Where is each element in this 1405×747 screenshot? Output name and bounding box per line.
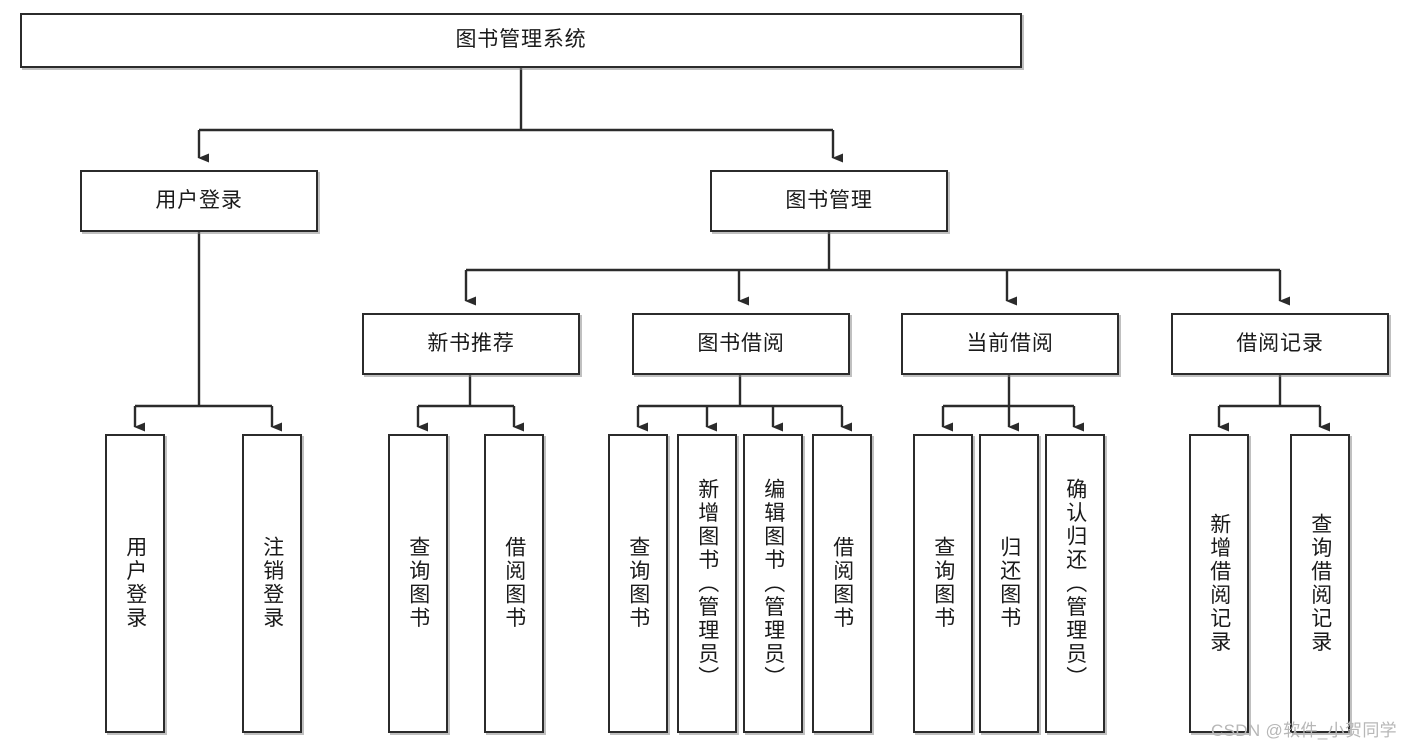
node-leaf-query-book-2-label: 查询图书 (626, 536, 650, 631)
node-leaf-add-borrow-record-label: 新增借阅记录 (1207, 512, 1231, 655)
node-leaf-edit-book-label: 编辑图书（管理员） (761, 477, 785, 690)
node-leaf-query-book-3-label: 查询图书 (931, 536, 955, 631)
node-leaf-user-login[interactable]: 用户登录 (105, 434, 165, 733)
node-root[interactable]: 图书管理系统 (20, 13, 1022, 68)
node-user-login-label: 用户登录 (155, 188, 243, 212)
node-book-manage[interactable]: 图书管理 (710, 170, 948, 232)
node-leaf-query-book-1[interactable]: 查询图书 (388, 434, 448, 733)
node-leaf-add-book[interactable]: 新增图书（管理员） (677, 434, 737, 733)
node-leaf-edit-book[interactable]: 编辑图书（管理员） (743, 434, 803, 733)
node-leaf-borrow-book-1-label: 借阅图书 (502, 536, 526, 631)
node-leaf-logout-login-label: 注销登录 (260, 536, 284, 631)
node-book-borrow[interactable]: 图书借阅 (632, 313, 850, 375)
node-current-borrow[interactable]: 当前借阅 (901, 313, 1119, 375)
node-borrow-record-label: 借阅记录 (1236, 331, 1324, 355)
node-book-manage-label: 图书管理 (785, 188, 873, 212)
node-leaf-confirm-return-label: 确认归还（管理员） (1063, 477, 1087, 690)
node-new-book-recommend-label: 新书推荐 (427, 331, 515, 355)
node-user-login[interactable]: 用户登录 (80, 170, 318, 232)
node-leaf-borrow-book-2[interactable]: 借阅图书 (812, 434, 872, 733)
node-book-borrow-label: 图书借阅 (697, 331, 785, 355)
node-leaf-query-book-3[interactable]: 查询图书 (913, 434, 973, 733)
node-leaf-add-borrow-record[interactable]: 新增借阅记录 (1189, 434, 1249, 733)
node-leaf-query-book-1-label: 查询图书 (406, 536, 430, 631)
node-leaf-borrow-book-2-label: 借阅图书 (830, 536, 854, 631)
csdn-watermark: CSDN @软件_小贺同学 (1210, 721, 1397, 740)
node-leaf-query-borrow-record[interactable]: 查询借阅记录 (1290, 434, 1350, 733)
node-root-label: 图书管理系统 (455, 28, 587, 52)
node-leaf-query-borrow-record-label: 查询借阅记录 (1308, 512, 1332, 655)
node-leaf-user-login-label: 用户登录 (123, 536, 147, 631)
node-borrow-record[interactable]: 借阅记录 (1171, 313, 1389, 375)
node-leaf-query-book-2[interactable]: 查询图书 (608, 434, 668, 733)
node-leaf-confirm-return[interactable]: 确认归还（管理员） (1045, 434, 1105, 733)
node-leaf-add-book-label: 新增图书（管理员） (695, 477, 719, 690)
node-leaf-logout-login[interactable]: 注销登录 (242, 434, 302, 733)
node-leaf-return-book-label: 归还图书 (997, 536, 1021, 631)
node-current-borrow-label: 当前借阅 (966, 331, 1054, 355)
node-leaf-borrow-book-1[interactable]: 借阅图书 (484, 434, 544, 733)
node-leaf-return-book[interactable]: 归还图书 (979, 434, 1039, 733)
node-new-book-recommend[interactable]: 新书推荐 (362, 313, 580, 375)
